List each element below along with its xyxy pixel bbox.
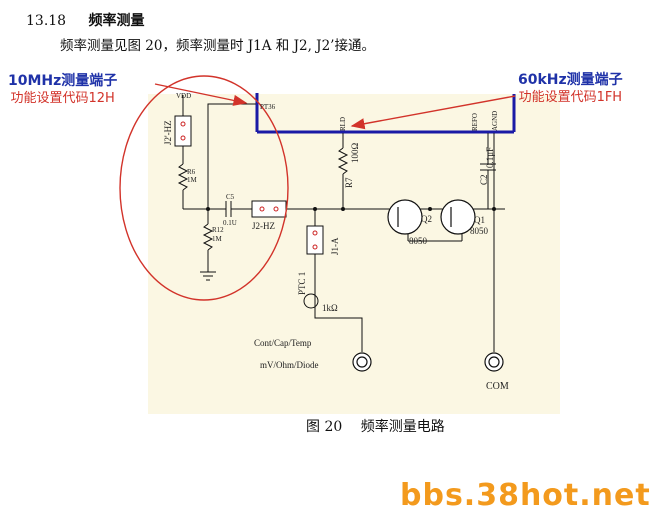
label-q1: Q1 bbox=[474, 215, 485, 225]
label-pt36: PT36 bbox=[260, 103, 276, 111]
transistor-q2 bbox=[387, 199, 423, 235]
annotation-10mhz: 10MHz测量端子 功能设置代码12H bbox=[8, 73, 117, 107]
label-c2: C2 bbox=[479, 174, 489, 185]
arrow-right bbox=[350, 95, 516, 130]
label-c2-value: 0.1μF bbox=[485, 147, 495, 168]
ptc-thermistor bbox=[303, 293, 319, 309]
annotation-60khz: 60kHz测量端子 功能设置代码1FH bbox=[518, 72, 623, 106]
label-r7-value: 100Ω bbox=[350, 143, 360, 164]
label-ptc: PTC 1 bbox=[297, 272, 307, 295]
annotation-10mhz-title: 10MHz测量端子 bbox=[8, 73, 118, 89]
label-r6: R6 bbox=[187, 168, 196, 176]
label-r6-value: 1M bbox=[187, 176, 198, 184]
label-input-2: mV/Ohm/Diode bbox=[260, 360, 319, 370]
label-r12: R12 bbox=[212, 226, 224, 234]
ic-outline bbox=[255, 93, 516, 134]
label-j2: J2-HZ bbox=[252, 221, 275, 231]
jumper-j2 bbox=[251, 200, 287, 218]
annotation-60khz-title: 60kHz测量端子 bbox=[518, 72, 623, 88]
intro-paragraph: 频率测量见图 20，频率测量时 J1A 和 J2, J2’接通。 bbox=[60, 38, 375, 54]
label-c5-value: 0.1U bbox=[223, 219, 237, 227]
label-input-1: Cont/Cap/Temp bbox=[254, 338, 312, 348]
jumper-j1a bbox=[306, 225, 324, 255]
label-ptc-value: 1kΩ bbox=[322, 303, 338, 313]
annotation-10mhz-code: 功能设置代码12H bbox=[10, 91, 115, 106]
label-q1-value: 8050 bbox=[470, 226, 489, 236]
label-j2p: J2'-HZ bbox=[163, 120, 173, 145]
label-j1a: J1-A bbox=[330, 237, 340, 255]
label-vdd: VDD bbox=[176, 92, 191, 100]
label-agnd: AGND bbox=[491, 111, 499, 131]
highlight-oval bbox=[119, 75, 289, 301]
watermark: bbs.38hot.net bbox=[400, 478, 651, 513]
figure-number: 图 20 bbox=[306, 419, 343, 435]
jumper-j2p bbox=[174, 115, 192, 147]
figure-title: 频率测量电路 bbox=[360, 419, 445, 435]
label-com: COM bbox=[486, 381, 509, 392]
label-c5: C5 bbox=[226, 193, 235, 201]
resistor-r12 bbox=[202, 223, 214, 251]
transistor-q1 bbox=[440, 199, 476, 235]
label-refo: REFO bbox=[471, 113, 479, 131]
section-title: 频率测量 bbox=[88, 13, 145, 29]
annotation-60khz-code: 功能设置代码1FH bbox=[518, 90, 623, 105]
figure-caption: 图 20 频率测量电路 bbox=[306, 416, 445, 436]
label-r7: R7 bbox=[344, 177, 354, 188]
arrow-left bbox=[154, 83, 248, 106]
label-rld: RLD bbox=[339, 117, 347, 131]
label-q2-value: 8050 bbox=[409, 236, 428, 246]
label-q2: Q2 bbox=[421, 214, 432, 224]
label-r12-value: 1M bbox=[212, 235, 223, 243]
resistor-r7 bbox=[337, 147, 349, 175]
section-heading: 13.18 频率测量 bbox=[26, 10, 145, 30]
resistor-r6 bbox=[177, 163, 189, 191]
section-number: 13.18 bbox=[26, 13, 67, 29]
